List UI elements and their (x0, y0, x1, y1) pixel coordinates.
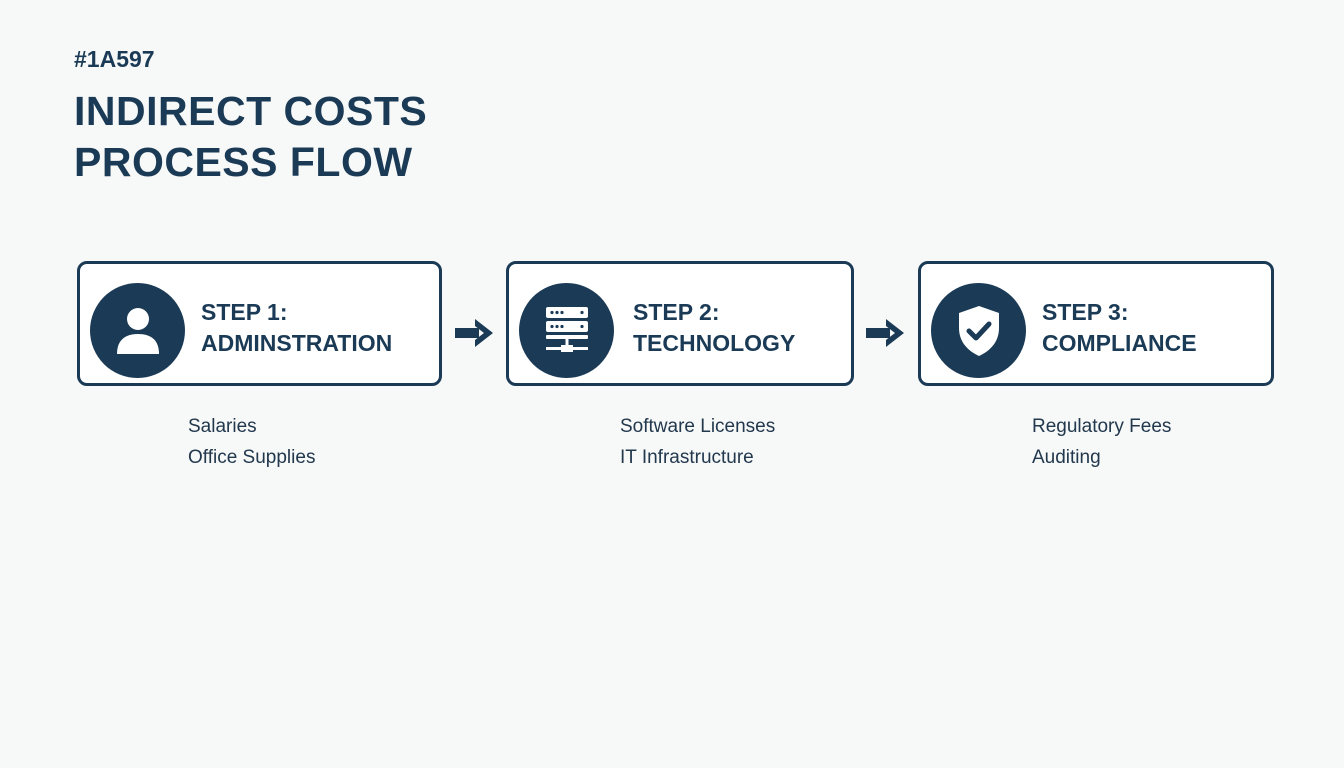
step-card-technology: STEP 2: TECHNOLOGY (506, 261, 854, 386)
user-icon (116, 307, 159, 354)
step-card-administration: STEP 1: ADMINSTRATION (77, 261, 442, 386)
step-name: COMPLIANCE (1042, 330, 1197, 356)
step-label: STEP 2: (633, 299, 720, 325)
title-line-1: INDIRECT COSTS (74, 88, 428, 134)
list-item: Salaries (188, 416, 257, 437)
document-code: #1A597 (74, 46, 155, 72)
shield-check-icon (958, 305, 999, 356)
server-icon (545, 306, 588, 352)
step-3-items: Regulatory Fees Auditing (1032, 411, 1171, 473)
step-label: STEP 3: (1042, 299, 1129, 325)
step-icon-circle (931, 283, 1026, 378)
arrow-right-icon (866, 319, 904, 347)
list-item: Office Supplies (188, 447, 316, 468)
page-title: INDIRECT COSTS PROCESS FLOW (74, 86, 427, 188)
step-2-items: Software Licenses IT Infrastructure (620, 411, 775, 473)
list-item: IT Infrastructure (620, 447, 754, 468)
list-item: Regulatory Fees (1032, 416, 1172, 437)
list-item: Auditing (1032, 447, 1101, 468)
step-name: TECHNOLOGY (633, 330, 796, 356)
step-icon-circle (519, 283, 614, 378)
step-name: ADMINSTRATION (201, 330, 393, 356)
title-line-2: PROCESS FLOW (74, 139, 413, 185)
arrow-right-icon (455, 319, 493, 347)
step-icon-circle (90, 283, 185, 378)
step-card-compliance: STEP 3: COMPLIANCE (918, 261, 1274, 386)
step-1-items: Salaries Office Supplies (188, 411, 315, 473)
list-item: Software Licenses (620, 416, 776, 437)
step-label: STEP 1: (201, 299, 288, 325)
